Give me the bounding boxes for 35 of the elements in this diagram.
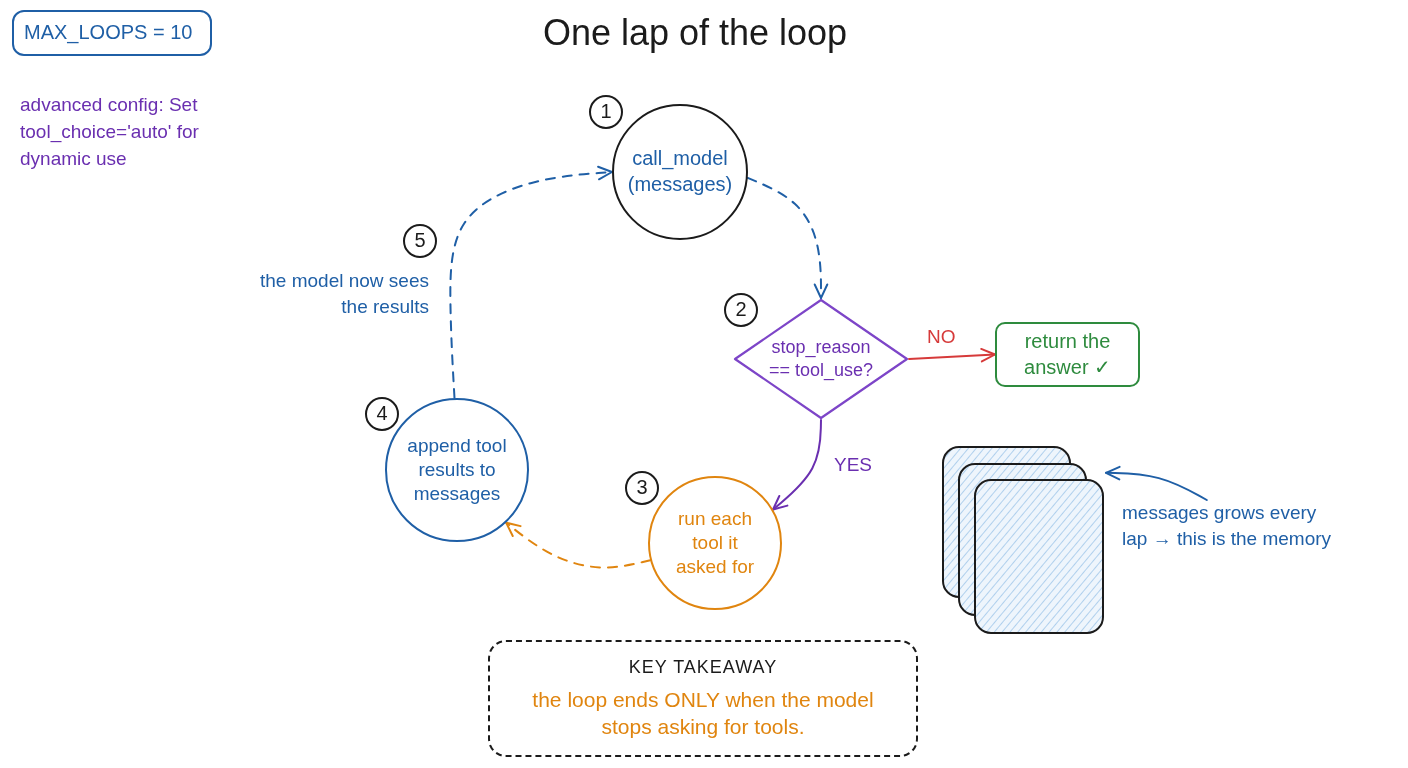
arrow bbox=[772, 419, 822, 511]
number-circle bbox=[625, 471, 659, 505]
note-text: advanced config: Set tool_choice='auto' for dynamic use bbox=[20, 93, 200, 171]
process-circle bbox=[612, 104, 748, 240]
process-circle bbox=[648, 476, 782, 610]
number-circle bbox=[724, 293, 758, 327]
step-number: 5 bbox=[414, 228, 426, 254]
process-circle bbox=[385, 398, 529, 542]
step-text: append tool results to messages bbox=[406, 433, 508, 507]
step-number: 1 bbox=[600, 99, 612, 125]
result-text: return the answer ✓ bbox=[1023, 328, 1112, 380]
stacked-pages-illustration bbox=[940, 444, 1106, 636]
code-text: MAX_LOOPS = 10 bbox=[24, 20, 193, 46]
step-number: 4 bbox=[376, 401, 388, 427]
dashed-arrow bbox=[746, 176, 829, 299]
number-circle bbox=[589, 95, 623, 129]
takeaway-box bbox=[488, 640, 918, 757]
dashed-arrow bbox=[449, 165, 613, 400]
arrow bbox=[1105, 465, 1208, 501]
takeaway-text: the loop ends ONLY when the model stops asking for tools. bbox=[531, 687, 875, 740]
takeaway-heading: KEY TAKEAWAY bbox=[628, 656, 778, 680]
decision-text: stop_reason == tool_use? bbox=[767, 335, 875, 383]
number-circle bbox=[365, 397, 399, 431]
decision-diamond bbox=[733, 298, 909, 420]
config-box bbox=[12, 10, 212, 56]
step-text: call_model (messages) bbox=[626, 146, 734, 197]
step-text: run each tool it asked for bbox=[674, 506, 756, 580]
number-circle bbox=[403, 224, 437, 258]
step-number: 3 bbox=[636, 475, 648, 501]
dashed-arrow bbox=[505, 521, 652, 569]
annotation-text: messages grows every lap → this is the memory bbox=[1122, 500, 1344, 553]
result-box bbox=[995, 322, 1140, 387]
diagram-title: One lap of the loop bbox=[542, 12, 848, 54]
arrow bbox=[908, 347, 996, 363]
step-number: 2 bbox=[735, 297, 747, 323]
